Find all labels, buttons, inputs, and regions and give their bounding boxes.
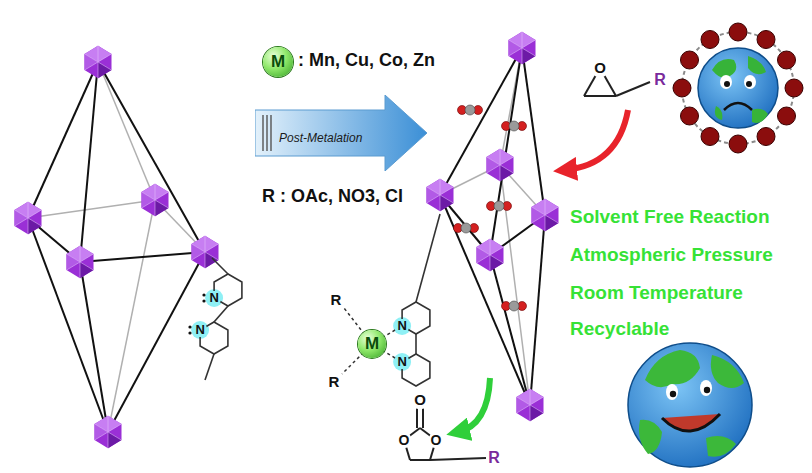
atom-label: N	[395, 355, 408, 370]
feature-text: Atmospheric Pressure	[570, 244, 773, 266]
atom-label: N	[395, 319, 408, 334]
feature-text: Solvent Free Reaction	[570, 206, 770, 228]
feature-text: Recyclable	[570, 318, 669, 340]
ligand-label: R	[329, 291, 344, 308]
atom-label: O	[397, 432, 412, 448]
substituent-label: R	[652, 71, 668, 89]
metal-symbol: M	[271, 53, 285, 72]
atom-label: O	[429, 432, 444, 448]
metal-list: : Mn, Cu, Co, Zn	[298, 50, 435, 71]
metal-ball: M	[263, 47, 293, 77]
metal-center: M	[358, 330, 386, 358]
ligand-list: R : OAc, NO3, Cl	[262, 186, 403, 207]
atom-label: N	[193, 323, 206, 338]
atom-label: O	[592, 59, 608, 76]
atom-label: O	[412, 391, 428, 408]
metal-symbol: M	[365, 335, 379, 354]
process-arrow: Post-Metalation	[255, 95, 427, 171]
substituent-label: R	[486, 449, 502, 467]
feature-text: Room Temperature	[570, 282, 743, 304]
atom-label: N	[207, 291, 220, 306]
ligand-label: R	[327, 373, 342, 390]
process-label: Post-Metalation	[279, 132, 362, 145]
